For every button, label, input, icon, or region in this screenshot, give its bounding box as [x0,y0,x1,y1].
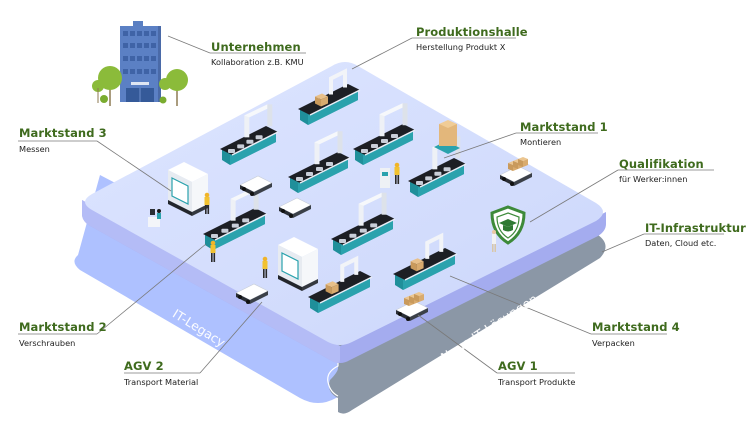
callout-subtitle: Verschrauben [19,338,76,348]
callout-agv1: AGV 1 Transport Produkte [498,359,578,388]
assembly-line-marktstand1 [408,136,467,197]
agv1-vehicle [395,292,429,321]
callout-unternehmen: Unternehmen Kollaboration z.B. KMU [211,40,307,68]
callout-subtitle: Transport Material [124,377,199,387]
control-cabinet [380,168,390,188]
assembly-line-marktstand2 [203,187,268,250]
callout-marktstand1: Marktstand 1 Montieren [520,120,608,148]
production-floor [85,62,603,345]
agv-empty-center [278,197,312,218]
assembly-line-upper-left [220,104,279,165]
leader-line-qualifikation [529,169,619,223]
callout-title: AGV 2 [124,359,164,373]
callout-subtitle: Kollaboration z.B. KMU [211,57,304,67]
conveyor-top [298,68,361,125]
callout-title: Unternehmen [211,40,301,54]
callout-title: Marktstand 3 [19,126,107,140]
callout-subtitle: für Werker:innen [619,174,688,184]
callout-title: AGV 1 [498,359,538,373]
callout-title: Marktstand 4 [592,320,680,334]
callout-it-infrastruktur: IT-Infrastruktur Daten, Cloud etc. [645,221,746,249]
leader-line-it-infrastruktur [601,233,645,253]
box-cart [434,120,460,154]
leader-line-produktionshalle [351,37,413,70]
callout-title: IT-Infrastruktur [645,221,746,235]
assembly-line-center [288,131,351,193]
packing-line-bottom [308,255,373,313]
worker-center [262,256,268,278]
desk-operator [148,209,161,227]
cnc-machine-center [278,237,318,291]
callout-subtitle: Messen [19,144,50,154]
callout-subtitle: Montieren [520,137,562,147]
packing-line-marktstand4 [393,232,458,290]
worker-marktstand3 [204,192,210,214]
platform-edge [82,200,606,363]
callout-marktstand2: Marktstand 2 Verschrauben [19,320,107,349]
worker-marktstand1 [394,162,400,184]
agv-loaded-right [499,157,533,186]
tree-icon [92,66,188,106]
callout-subtitle: Herstellung Produkt X [416,42,506,52]
assembly-line-lower-center [331,192,396,255]
new-it-layer [327,235,606,414]
callout-title: Marktstand 2 [19,320,107,334]
callout-subtitle: Daten, Cloud etc. [645,238,717,248]
callout-subtitle: Verpacken [592,338,635,348]
callout-subtitle: Transport Produkte [498,377,576,387]
agv2-vehicle [235,283,269,304]
measuring-machine-marktstand3 [168,162,208,216]
worker-marktstand2 [210,240,216,262]
callout-marktstand4: Marktstand 4 Verpacken [592,320,680,349]
callout-qualifikation: Qualifikation für Werker:innen [619,157,715,185]
callout-title: Marktstand 1 [520,120,608,134]
leader-lines [18,35,724,374]
callout-title: Qualifikation [619,157,704,171]
callout-agv2: AGV 2 Transport Material [124,359,204,388]
callout-title: Produktionshalle [416,25,528,39]
production-machines [148,68,533,321]
leader-line-unternehmen [167,35,211,54]
company-building-icon [120,21,161,102]
callout-marktstand3: Marktstand 3 Messen [19,126,107,155]
assembly-line-upper-right [353,103,416,165]
callout-produktionshalle: Produktionshalle Herstellung Produkt X [416,25,528,53]
leader-line-marktstand1 [443,132,517,159]
worker-figure [492,230,496,252]
qualification-shield-icon [490,205,526,245]
agv-empty-left [239,175,273,196]
